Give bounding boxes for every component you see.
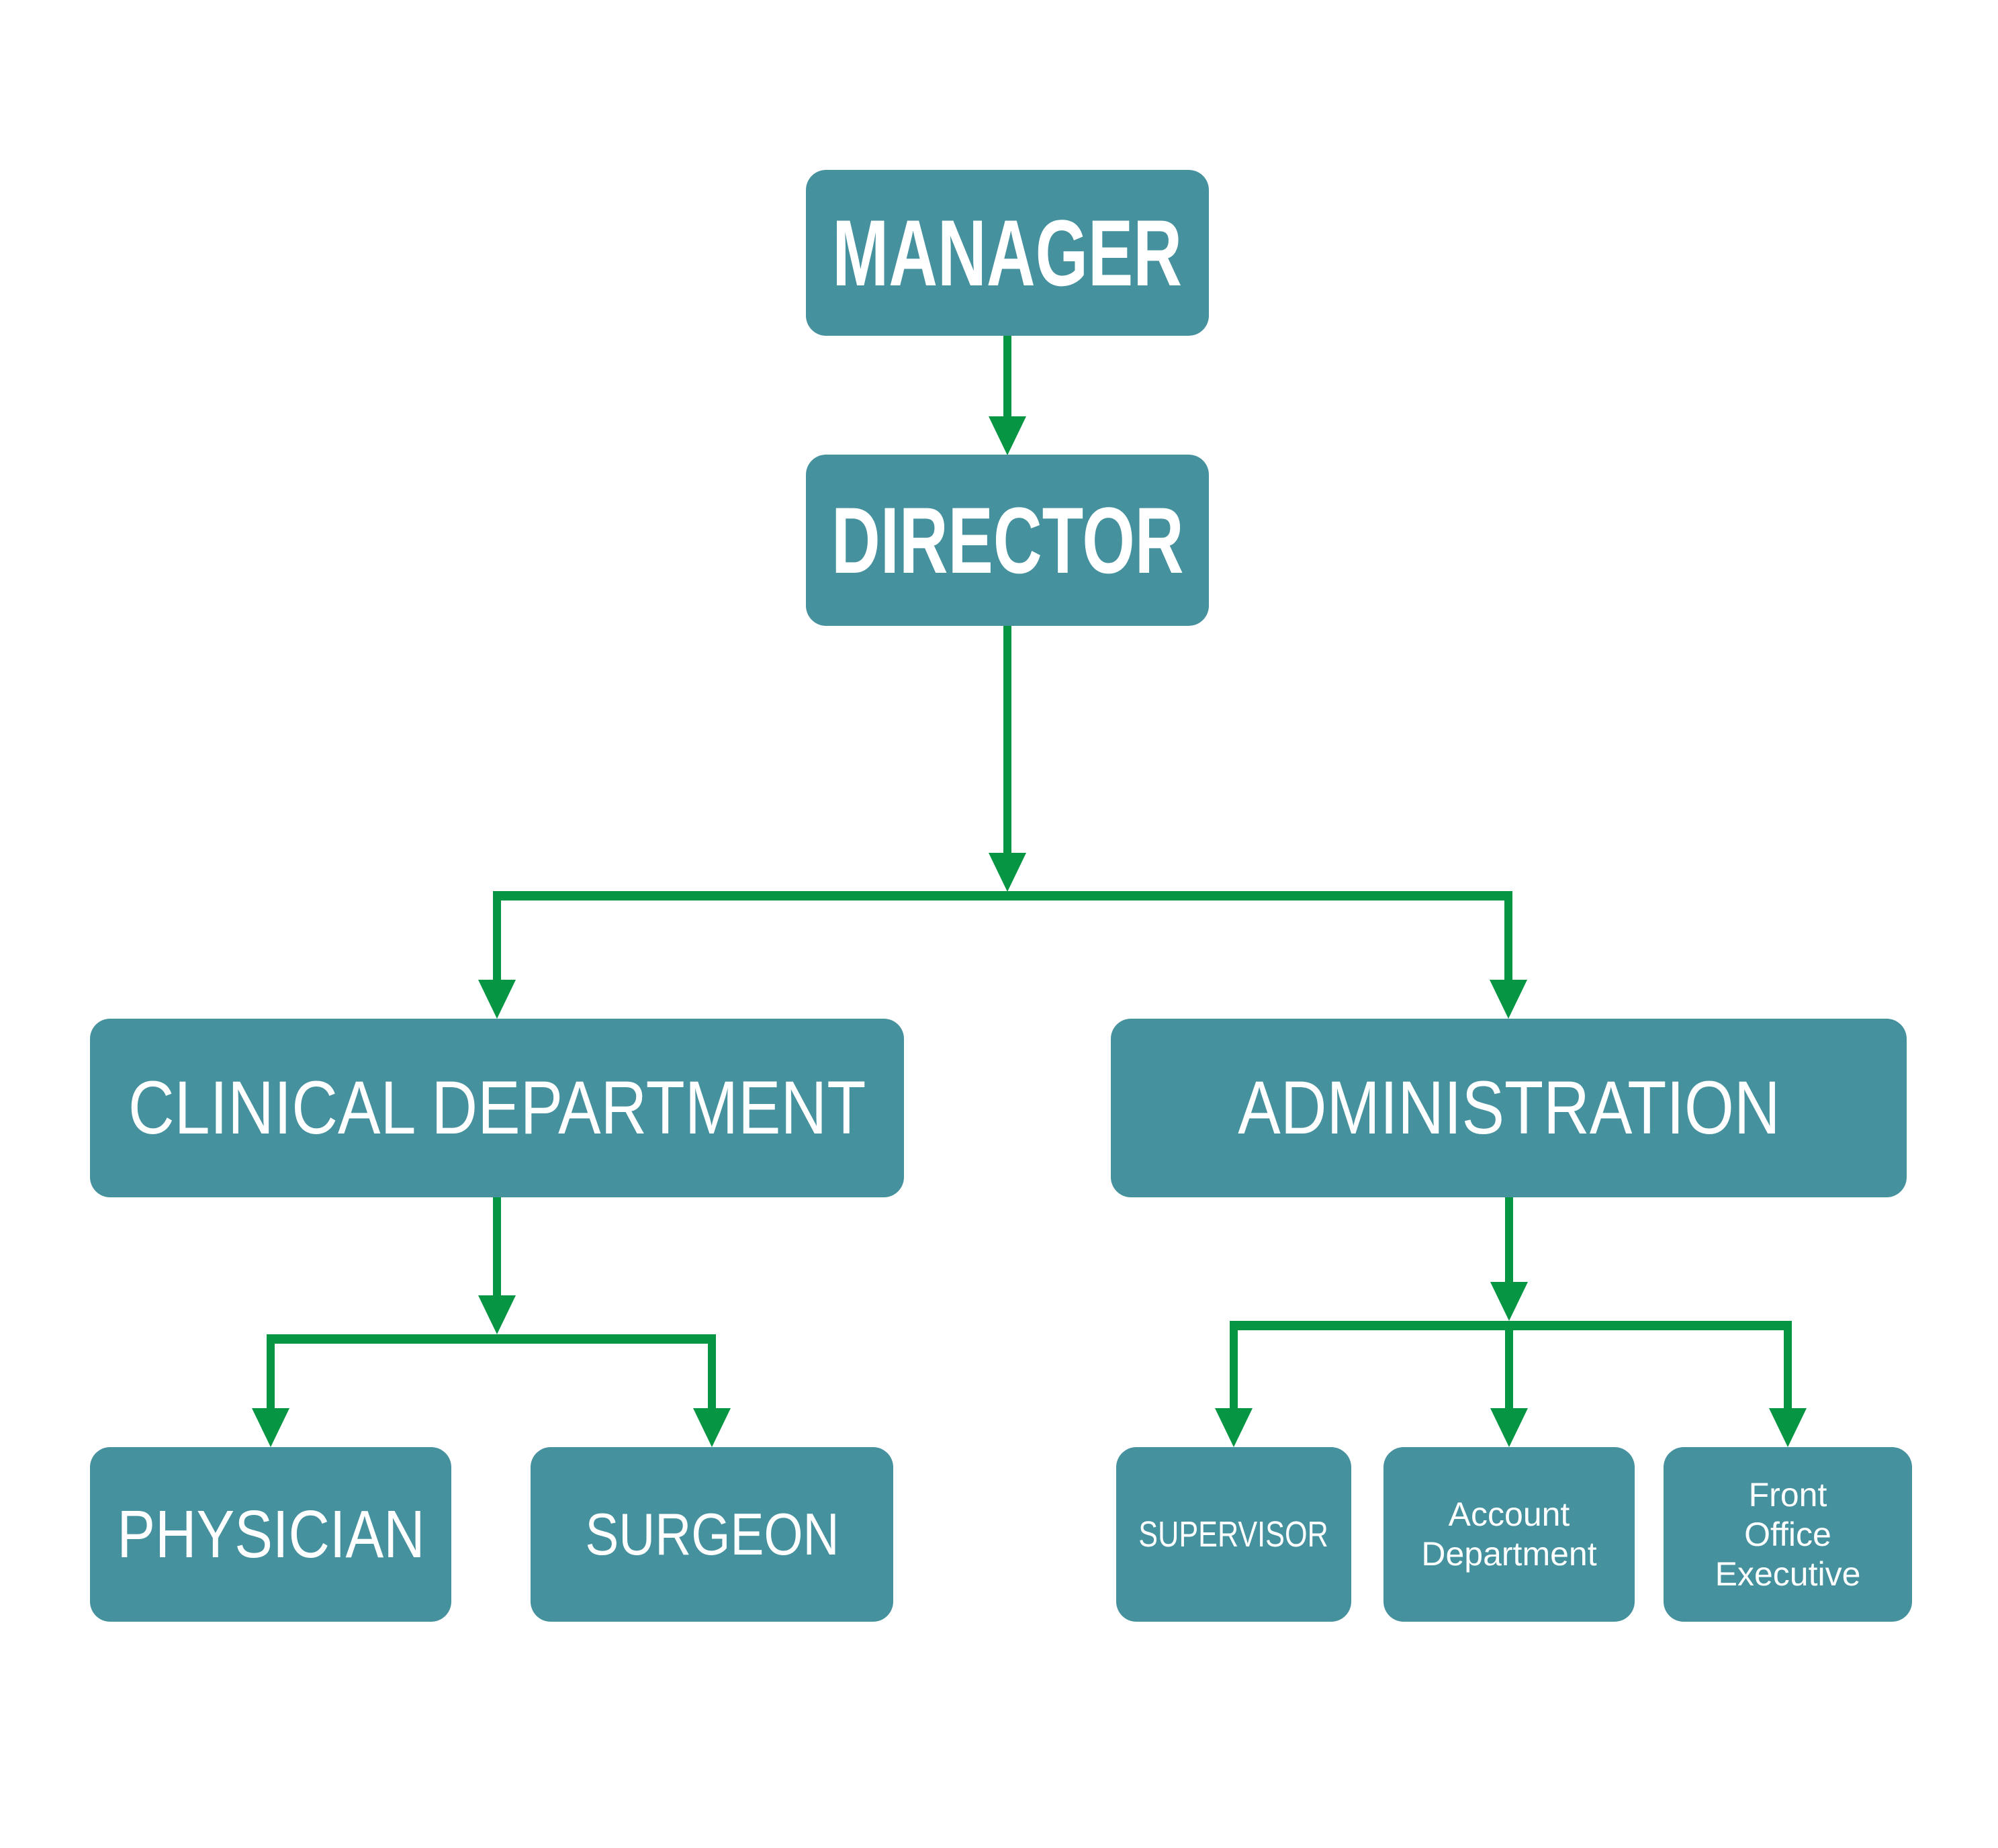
connector-split-administration-line xyxy=(1504,900,1512,981)
connector-clinical-children-bar xyxy=(267,1334,716,1344)
node-account-department: Account Department xyxy=(1383,1447,1635,1622)
node-front-office-executive-label: Front Office Executive xyxy=(1715,1475,1861,1593)
node-supervisor: SUPERVISOR xyxy=(1116,1447,1351,1622)
node-manager: MANAGER xyxy=(806,170,1209,336)
node-manager-label: MANAGER xyxy=(832,200,1183,306)
node-account-department-label: Account Department xyxy=(1421,1495,1597,1573)
connector-split-bar-level3 xyxy=(493,891,1512,900)
connector-director-split-line xyxy=(1003,626,1011,854)
node-administration-label: ADMINISTRATION xyxy=(1237,1065,1780,1150)
connector-bar-account-line xyxy=(1505,1330,1513,1410)
node-clinical-department-label: CLINICAL DEPARTMENT xyxy=(128,1065,866,1150)
connector-administration-split-line xyxy=(1505,1197,1513,1283)
arrow-down-icon xyxy=(1215,1408,1253,1447)
arrow-down-icon xyxy=(989,853,1026,892)
connector-bar-front-office-line xyxy=(1784,1330,1792,1410)
node-physician: PHYSICIAN xyxy=(90,1447,451,1622)
node-supervisor-label: SUPERVISOR xyxy=(1138,1514,1329,1555)
node-front-office-executive: Front Office Executive xyxy=(1664,1447,1912,1622)
node-director: DIRECTOR xyxy=(806,455,1209,626)
arrow-down-icon xyxy=(1490,980,1527,1019)
arrow-down-icon xyxy=(1769,1408,1807,1447)
node-clinical-department: CLINICAL DEPARTMENT xyxy=(90,1019,904,1197)
arrow-down-icon xyxy=(1490,1408,1528,1447)
arrow-down-icon xyxy=(989,416,1026,455)
connector-bar-surgeon-line xyxy=(708,1344,716,1410)
node-surgeon-label: SURGEON xyxy=(584,1501,839,1568)
connector-clinical-split-line xyxy=(493,1197,501,1296)
arrow-down-icon xyxy=(252,1408,289,1447)
connector-administration-children-bar xyxy=(1230,1321,1792,1330)
connector-split-clinical-line xyxy=(493,900,501,981)
node-administration: ADMINISTRATION xyxy=(1111,1019,1907,1197)
arrow-down-icon xyxy=(1490,1282,1528,1321)
connector-bar-physician-line xyxy=(267,1344,275,1410)
arrow-down-icon xyxy=(478,1295,516,1334)
node-director-label: DIRECTOR xyxy=(831,488,1184,593)
connector-bar-supervisor-line xyxy=(1230,1330,1238,1410)
node-physician-label: PHYSICIAN xyxy=(116,1496,425,1572)
connector-manager-director-line xyxy=(1003,336,1011,418)
arrow-down-icon xyxy=(693,1408,731,1447)
node-surgeon: SURGEON xyxy=(531,1447,893,1622)
arrow-down-icon xyxy=(478,980,516,1019)
